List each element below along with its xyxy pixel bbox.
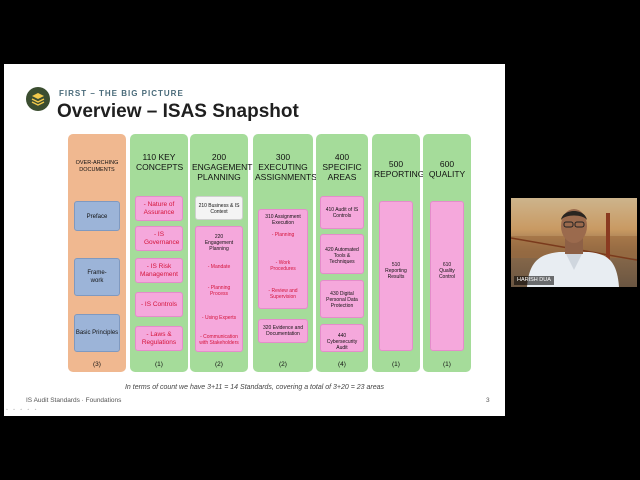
concept-box: - Laws & Regulations — [135, 326, 183, 351]
column-overarching: OVER-ARCHING DOCUMENTS Preface Frame-wor… — [68, 134, 126, 372]
standard-title: 220 Engagement Planning — [204, 234, 234, 252]
column-heading: 200 ENGAGEMENT PLANNING — [192, 152, 253, 182]
column-specific-areas: 400 SPECIFIC AREAS 410 Audit of IS Contr… — [316, 134, 368, 372]
standard-box: 410 Audit of IS Controls — [320, 196, 364, 229]
column-count: (4) — [338, 361, 346, 368]
standard-box: 610 Quality Control — [430, 201, 464, 351]
standard-label: 210 Business & IS Context — [198, 203, 240, 215]
column-heading: OVER-ARCHING DOCUMENTS — [75, 160, 119, 173]
slide-caption: In terms of count we have 3+11 = 14 Stan… — [124, 384, 385, 391]
doc-label: Basic Principles — [75, 330, 119, 336]
column-count: (2) — [279, 361, 287, 368]
concept-label: - Laws & Regulations — [141, 331, 177, 346]
standard-box: 210 Business & IS Context — [195, 196, 243, 220]
standard-label: 320 Evidence and Documentation — [262, 325, 304, 337]
concept-label: - IS Controls — [140, 301, 178, 308]
presentation-slide: FIRST – THE BIG PICTURE Overview – ISAS … — [4, 64, 505, 416]
concept-label: - Nature of Assurance — [143, 201, 175, 216]
doc-box: Preface — [74, 201, 120, 231]
item-label: - Mandate — [207, 264, 231, 270]
standard-label: 610 Quality Control — [438, 262, 456, 280]
standard-box: 420 Automated Tools & Techniques — [320, 234, 364, 274]
participant-video-image — [511, 209, 637, 287]
doc-box: Basic Principles — [74, 314, 120, 352]
standard-box: 220 Engagement Planning - Mandate - Plan… — [195, 226, 243, 352]
standard-box: 440 Cybersecurity Audit — [320, 324, 364, 352]
item-label: - Using Experts — [201, 315, 237, 321]
column-heading: 600 QUALITY — [428, 159, 466, 179]
standard-box: 510 Reporting Results — [379, 201, 413, 351]
column-count: (1) — [443, 361, 451, 368]
item-label: - Planning — [271, 232, 295, 238]
concept-box: - Nature of Assurance — [135, 196, 183, 221]
stack-logo-icon — [26, 87, 50, 111]
standard-box: 320 Evidence and Documentation — [258, 319, 308, 343]
slide-footer: IS Audit Standards · Foundations — [26, 397, 122, 404]
item-label: - Review and Supervision — [268, 288, 298, 300]
concept-label: - IS Risk Management — [140, 263, 178, 278]
standard-label: 440 Cybersecurity Audit — [326, 333, 358, 351]
standard-label: 410 Audit of IS Controls — [325, 207, 359, 219]
participant-video[interactable] — [511, 198, 637, 287]
doc-label: Preface — [86, 214, 108, 220]
column-count: (2) — [215, 361, 223, 368]
item-label: - Planning Process — [207, 285, 231, 297]
player-controls-icon[interactable]: ◦ ◦ ◦ ◦ ◦ — [6, 407, 39, 413]
column-heading: 500 REPORTING — [374, 159, 425, 179]
column-count: (3) — [93, 361, 101, 368]
doc-label: Frame-work — [87, 270, 107, 284]
column-reporting: 500 REPORTING 510 Reporting Results (1) — [372, 134, 425, 372]
column-heading: 300 EXECUTING ASSIGNMENTS — [255, 152, 317, 182]
slide-kicker: FIRST – THE BIG PICTURE — [59, 89, 184, 98]
standard-box: 430 Digital Personal Data Protection — [320, 280, 364, 318]
standard-box: 310 Assignment Execution - Planning - Wo… — [258, 209, 308, 309]
column-engagement-planning: 200 ENGAGEMENT PLANNING 210 Business & I… — [190, 134, 253, 372]
item-label: - Work Procedures — [270, 260, 296, 272]
concept-box: - IS Risk Management — [135, 258, 183, 283]
column-heading: 400 SPECIFIC AREAS — [322, 152, 362, 182]
doc-box: Frame-work — [74, 258, 120, 296]
participant-name: HARISH DUA — [514, 276, 554, 285]
column-count: (1) — [155, 361, 163, 368]
concept-label: - IS Governance — [144, 231, 180, 246]
column-quality: 600 QUALITY 610 Quality Control (1) — [423, 134, 471, 372]
standard-label: 510 Reporting Results — [385, 262, 407, 280]
standard-label: 420 Automated Tools & Techniques — [325, 247, 359, 265]
concept-box: - IS Controls — [135, 292, 183, 317]
standard-title: 310 Assignment Execution — [265, 214, 301, 226]
concept-box: - IS Governance — [135, 226, 183, 251]
column-heading: 110 KEY CONCEPTS — [136, 152, 184, 172]
column-executing-assignments: 300 EXECUTING ASSIGNMENTS 310 Assignment… — [253, 134, 317, 372]
column-key-concepts: 110 KEY CONCEPTS - Nature of Assurance -… — [130, 134, 188, 372]
page-number: 3 — [486, 397, 490, 404]
standard-label: 430 Digital Personal Data Protection — [326, 291, 358, 309]
item-label: - Communication with Stakeholders — [199, 334, 239, 346]
slide-title: Overview – ISAS Snapshot — [57, 101, 299, 122]
column-count: (1) — [392, 361, 400, 368]
